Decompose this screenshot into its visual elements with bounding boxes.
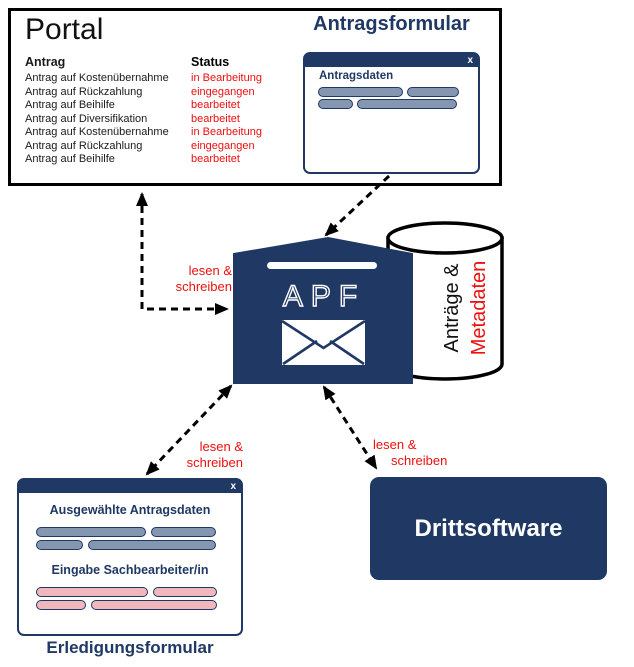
drittsoftware-box: Drittsoftware [370,477,607,580]
edge-label-apf-erledigung: lesen & schreiben [153,439,243,471]
apf-graphic: APF [281,279,366,366]
envelope-icon [281,319,366,366]
status-cell: eingegangen [191,85,255,98]
edge-label-line: schreiben [373,453,473,469]
form-field[interactable] [88,540,216,550]
close-icon[interactable]: x [230,481,236,492]
table-header-row: Antrag Status [25,55,262,69]
edge-label-line: lesen & [373,437,417,452]
field-row [36,600,217,610]
window-titlebar: x [305,54,478,67]
form-field[interactable] [151,527,216,537]
status-cell: bearbeitet [191,153,240,165]
field-row [318,99,457,109]
antrag-cell: Antrag auf Beihilfe [25,153,115,165]
table-header-status: Status [191,55,230,69]
antrag-table: Antrag Status Antrag auf Kostenübernahme… [25,55,262,167]
edge-label-line: lesen & [188,263,232,278]
database-label: Anträge & Metadaten [439,243,495,373]
table-row: Antrag auf Diversifikation bearbeitet [25,113,262,127]
form-field[interactable] [36,540,83,550]
erledigungsformular-heading: Erledigungsformular [46,638,214,657]
form-field[interactable] [153,587,217,597]
field-row [318,87,459,97]
antrag-cell: Antrag auf Rückzahlung [25,85,143,98]
form-field[interactable] [318,99,353,109]
antrag-cell: Antrag auf Kostenübernahme [25,72,169,84]
form-field[interactable] [318,87,403,97]
status-cell: in Bearbeitung [191,126,262,138]
form-field[interactable] [407,87,459,97]
antrag-cell: Antrag auf Rückzahlung [25,139,143,152]
antragsdaten-label: Antragsdaten [319,70,394,82]
window-titlebar: x [19,480,241,493]
database-label-antraege: Anträge & [441,263,463,353]
antrag-cell: Antrag auf Beihilfe [25,99,115,111]
close-icon[interactable]: x [467,55,473,66]
status-cell: eingegangen [191,139,255,152]
status-cell: bearbeitet [191,112,240,125]
field-row [36,587,217,597]
edge-label-apf-drittsoftware: lesen & schreiben [373,437,473,469]
edge-label-portal-apf: lesen & schreiben [140,263,232,295]
drittsoftware-label: Drittsoftware [414,514,563,542]
form-field[interactable] [36,527,146,537]
edge-label-line: lesen & [199,439,243,454]
status-cell: bearbeitet [191,99,240,111]
field-row [36,540,216,550]
database-label-metadaten: Metadaten [468,260,490,356]
apf-label: APF [283,280,365,313]
arrow-apf-drittsoftware [322,385,378,470]
portal-title: Portal [25,13,104,46]
apf-mailbox: APF [233,237,413,384]
antrag-cell: Antrag auf Diversifikation [25,112,148,125]
mail-slot [267,262,377,269]
form-field[interactable] [36,587,148,597]
table-row: Antrag auf Kostenübernahme in Bearbeitun… [25,126,262,140]
edge-label-line: schreiben [391,453,448,468]
eingabe-sachbearbeiter-label: Eingabe Sachbearbeiter/in [51,563,209,577]
table-header-antrag: Antrag [25,55,66,69]
antragsformular-heading: Antragsformular [313,13,470,35]
table-row: Antrag auf Beihilfe bearbeitet [25,153,262,167]
form-field[interactable] [91,600,217,610]
erledigungsformular-window: x Ausgewählte Antragsdaten Eingabe Sachb… [17,478,243,636]
antrag-cell: Antrag auf Kostenübernahme [25,126,169,138]
table-row: Antrag auf Beihilfe bearbeitet [25,99,262,113]
ausgewaehlte-antragsdaten-label: Ausgewählte Antragsdaten [49,503,211,517]
edge-label-line: schreiben [175,279,232,294]
field-row [36,527,216,537]
cylinder-shape [386,221,504,381]
table-row: Antrag auf Rückzahlung eingegangen [25,86,262,100]
database-cylinder [384,221,506,387]
table-row: Antrag auf Kostenübernahme in Bearbeitun… [25,72,262,86]
table-row: Antrag auf Rückzahlung eingegangen [25,140,262,154]
form-field[interactable] [36,600,86,610]
form-field[interactable] [357,99,457,109]
edge-label-line: schreiben [186,455,243,470]
status-cell: in Bearbeitung [191,72,262,84]
antragsformular-window: x Antragsdaten [303,52,480,174]
